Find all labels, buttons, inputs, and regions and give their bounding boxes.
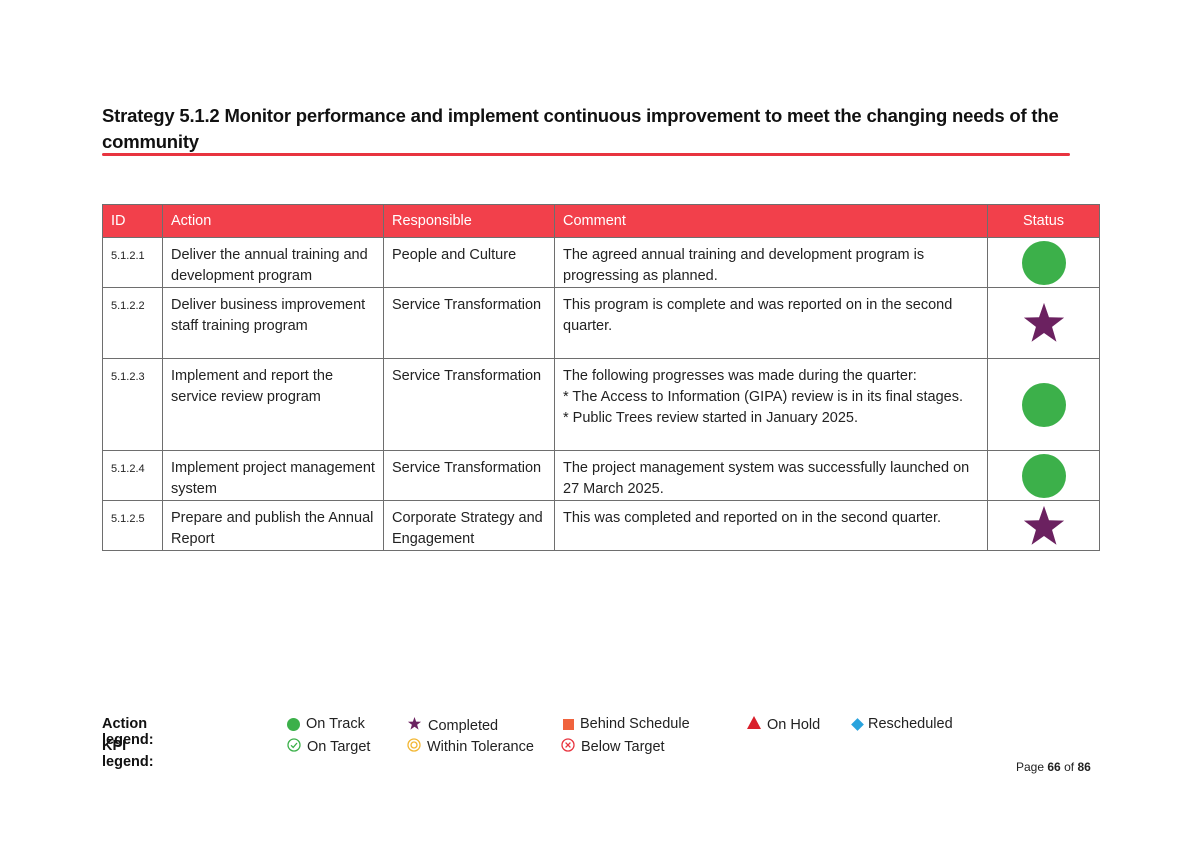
- row-responsible: Service Transformation: [383, 450, 555, 501]
- red-x-circle-icon: [561, 738, 575, 756]
- row-comment: This program is complete and was reporte…: [554, 287, 988, 359]
- header-responsible: Responsible: [383, 204, 555, 238]
- on-track-icon: [1021, 240, 1066, 285]
- green-check-circle-icon: [287, 738, 301, 756]
- page-of: of: [1064, 760, 1075, 774]
- completed-star-icon: [988, 300, 1099, 346]
- row-id: 5.1.2.4: [102, 450, 163, 501]
- header-comment: Comment: [554, 204, 988, 238]
- legend-behind-schedule: Behind Schedule: [563, 716, 690, 732]
- table-row: 5.1.2.2 Deliver business improvement sta…: [102, 287, 1100, 359]
- row-status: [987, 500, 1100, 551]
- row-comment: This was completed and reported on in th…: [554, 500, 988, 551]
- row-id: 5.1.2.1: [102, 237, 163, 288]
- yellow-target-icon: [407, 738, 421, 756]
- purple-star-icon: [407, 716, 422, 735]
- legend-label: On Track: [306, 716, 365, 732]
- row-action: Implement project management system: [162, 450, 384, 501]
- comment-line: The following progresses was made during…: [563, 368, 917, 384]
- table-row: 5.1.2.4 Implement project management sys…: [102, 450, 1100, 501]
- green-circle-icon: [287, 717, 300, 731]
- page-current: 66: [1047, 760, 1061, 774]
- row-action: Implement and report the service review …: [162, 358, 384, 451]
- row-action: Deliver business improvement staff train…: [162, 287, 384, 359]
- completed-star-icon: [988, 503, 1099, 549]
- row-id: 5.1.2.2: [102, 287, 163, 359]
- legend-label: On Hold: [767, 716, 821, 733]
- legend-below-target: Below Target: [561, 738, 665, 756]
- row-comment: The agreed annual training and developme…: [554, 237, 988, 288]
- legend-label: Within Tolerance: [427, 739, 534, 755]
- kpi-legend-title: KPI legend:: [102, 738, 154, 770]
- legend-on-hold: On Hold: [747, 716, 820, 733]
- legend-rescheduled: Rescheduled: [851, 716, 953, 732]
- row-comment: The project management system was succes…: [554, 450, 988, 501]
- row-responsible: People and Culture: [383, 237, 555, 288]
- header-status: Status: [987, 204, 1100, 238]
- header-id: ID: [102, 204, 163, 238]
- row-action: Deliver the annual training and developm…: [162, 237, 384, 288]
- row-status: [987, 450, 1100, 501]
- page-number: Page 66 of 86: [1016, 760, 1091, 774]
- action-legend-title: Action legend:: [102, 716, 154, 748]
- comment-line: The agreed annual training and developme…: [563, 247, 925, 284]
- red-triangle-icon: [747, 716, 761, 733]
- row-action: Prepare and publish the Annual Report: [162, 500, 384, 551]
- page-prefix: Page: [1016, 760, 1045, 774]
- row-status: [987, 358, 1100, 451]
- legend-label: On Target: [307, 739, 371, 755]
- legend-label: Completed: [428, 717, 499, 734]
- comment-line: The project management system was succes…: [563, 460, 970, 497]
- legend-label: Behind Schedule: [580, 716, 690, 732]
- header-action: Action: [162, 204, 384, 238]
- table-row: 5.1.2.3 Implement and report the service…: [102, 358, 1100, 451]
- legend-label: Rescheduled: [868, 716, 953, 732]
- legend-label: Below Target: [581, 739, 665, 755]
- row-status: [987, 237, 1100, 288]
- heading-underline: [102, 153, 1070, 156]
- actions-table: ID Action Responsible Comment Status 5.1…: [102, 204, 1100, 551]
- row-responsible: Service Transformation: [383, 287, 555, 359]
- legend-completed: Completed: [407, 716, 498, 735]
- on-track-icon: [1021, 453, 1066, 498]
- row-responsible: Service Transformation: [383, 358, 555, 451]
- comment-bullet: * The Access to Information (GIPA) revie…: [563, 389, 963, 405]
- comment-line: This program is complete and was reporte…: [563, 297, 953, 334]
- row-comment: The following progresses was made during…: [554, 358, 988, 451]
- table-row: 5.1.2.5 Prepare and publish the Annual R…: [102, 500, 1100, 551]
- table-row: 5.1.2.1 Deliver the annual training and …: [102, 237, 1100, 288]
- table-header-row: ID Action Responsible Comment Status: [102, 204, 1100, 238]
- row-id: 5.1.2.3: [102, 358, 163, 451]
- orange-square-icon: [563, 718, 574, 730]
- row-responsible: Corporate Strategy and Engagement: [383, 500, 555, 551]
- on-track-icon: [1021, 382, 1066, 427]
- legend-on-target: On Target: [287, 738, 370, 756]
- comment-bullet: * Public Trees review started in January…: [563, 410, 858, 426]
- row-id: 5.1.2.5: [102, 500, 163, 551]
- row-status: [987, 287, 1100, 359]
- page-total: 86: [1077, 760, 1091, 774]
- legend-within-tolerance: Within Tolerance: [407, 738, 534, 756]
- comment-line: This was completed and reported on in th…: [563, 510, 942, 526]
- page-heading: Strategy 5.1.2 Monitor performance and i…: [102, 105, 1059, 152]
- blue-diamond-icon: [851, 717, 864, 731]
- legend-on-track: On Track: [287, 716, 365, 732]
